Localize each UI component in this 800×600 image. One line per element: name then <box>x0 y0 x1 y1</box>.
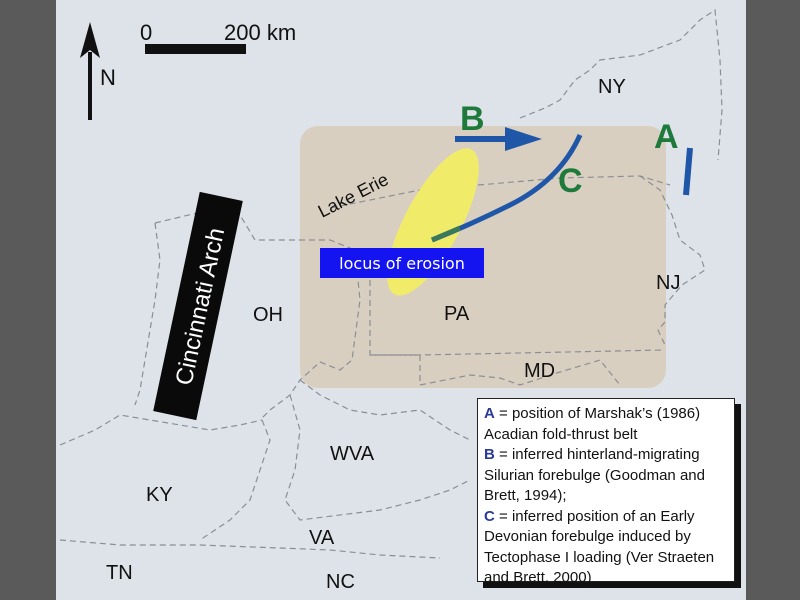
north-arrow-icon <box>80 22 100 58</box>
legend-text-b: = inferred hinterland-migrating Silurian… <box>484 446 705 504</box>
ny-pa-boundary <box>329 175 671 209</box>
legend-key-a: A <box>484 405 495 422</box>
forebulge-b-arrowhead <box>505 127 542 151</box>
legend-entry-a: A = position of Marshak’s (1986) Acadian… <box>484 404 728 445</box>
state-ny: NY <box>598 76 626 98</box>
legend-text-c: = inferred position of an Early Devonian… <box>484 507 715 587</box>
state-tn: TN <box>106 562 133 584</box>
ky-va-boundary <box>199 419 271 541</box>
cincinnati-arch-block: Cincinnati Arch <box>153 191 243 421</box>
state-nc: NC <box>326 571 355 593</box>
legend-entry-b: B = inferred hinterland-migrating Siluri… <box>484 445 728 507</box>
legend-key-b: B <box>484 446 495 463</box>
ky-north-boundary <box>59 414 263 446</box>
marker-b: B <box>460 100 485 138</box>
state-nj: NJ <box>656 272 680 294</box>
locus-of-erosion-label: locus of erosion <box>320 248 484 278</box>
ny-boundary <box>519 8 723 161</box>
state-wva: WVA <box>330 443 375 465</box>
scale-start-label: 0 <box>140 20 152 45</box>
legend-key-c: C <box>484 507 495 525</box>
scale-end-label: 200 km <box>224 20 296 45</box>
nj-boundary <box>639 175 706 346</box>
marker-c: C <box>558 162 583 200</box>
map-legend: A = position of Marshak’s (1986) Acadian… <box>477 398 735 586</box>
north-label: N <box>100 65 116 90</box>
oh-boundary <box>154 209 361 421</box>
wva-boundary <box>284 394 471 521</box>
md-boundary <box>370 354 621 386</box>
fold-thrust-a-line <box>683 147 693 196</box>
legend-text-a: = position of Marshak’s (1986) Acadian f… <box>484 405 701 443</box>
state-oh: OH <box>253 304 283 326</box>
state-md: MD <box>524 360 555 382</box>
scale-bar <box>145 44 246 54</box>
in-boundary <box>134 222 161 406</box>
state-ky: KY <box>146 484 173 506</box>
state-va: VA <box>309 527 335 549</box>
forebulge-c-overlap <box>431 225 461 243</box>
state-pa: PA <box>444 303 470 325</box>
state-boundaries <box>59 8 723 559</box>
marker-a: A <box>654 118 679 156</box>
legend-entry-c: C = inferred position of an Early Devoni… <box>484 507 728 589</box>
tn-boundary <box>59 539 441 559</box>
va-north-boundary <box>299 379 471 441</box>
